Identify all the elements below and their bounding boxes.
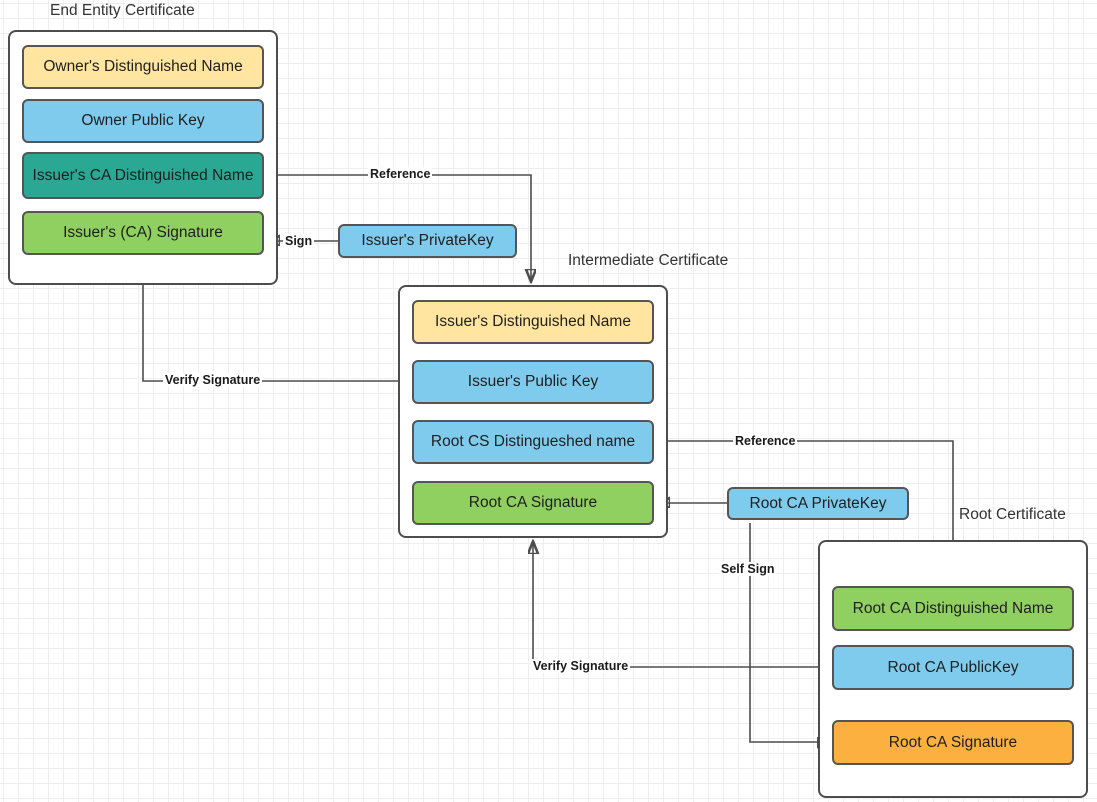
field-issuer-distinguished-name[interactable]: Issuer's Distinguished Name [412,300,654,344]
field-issuer-ca-signature[interactable]: Issuer's (CA) Signature [22,211,264,255]
field-owner-distinguished-name[interactable]: Owner's Distinguished Name [22,45,264,89]
edge-label-reference-bottom: Reference [733,434,798,448]
edge-label-verify-signature-top: Verify Signature [163,373,263,387]
edge-label-verify-signature-bottom: Verify Signature [531,659,631,673]
field-root-cs-distingueshed-name[interactable]: Root CS Distingueshed name [412,420,654,464]
intermediate-certificate-title: Intermediate Certificate [568,252,729,269]
field-root-ca-signature-root[interactable]: Root CA Signature [832,720,1074,765]
field-issuer-public-key[interactable]: Issuer's Public Key [412,360,654,404]
root-ca-private-key-box[interactable]: Root CA PrivateKey [727,487,909,520]
root-certificate-title: Root Certificate [959,506,1066,523]
edge-label-sign: Sign [283,234,315,248]
wire-verify-signature-bottom [533,542,832,668]
edge-label-self-sign: Self Sign [719,562,777,576]
end-entity-certificate-title: End Entity Certificate [50,2,195,19]
field-root-ca-signature-intermediate[interactable]: Root CA Signature [412,481,654,525]
field-root-ca-distinguished-name[interactable]: Root CA Distinguished Name [832,586,1074,631]
field-owner-public-key[interactable]: Owner Public Key [22,99,264,143]
edge-label-reference-top: Reference [368,167,433,181]
issuer-private-key-box[interactable]: Issuer's PrivateKey [338,224,517,258]
field-root-ca-public-key[interactable]: Root CA PublicKey [832,645,1074,690]
field-issuer-ca-distinguished-name[interactable]: Issuer's CA Distinguished Name [22,152,264,199]
